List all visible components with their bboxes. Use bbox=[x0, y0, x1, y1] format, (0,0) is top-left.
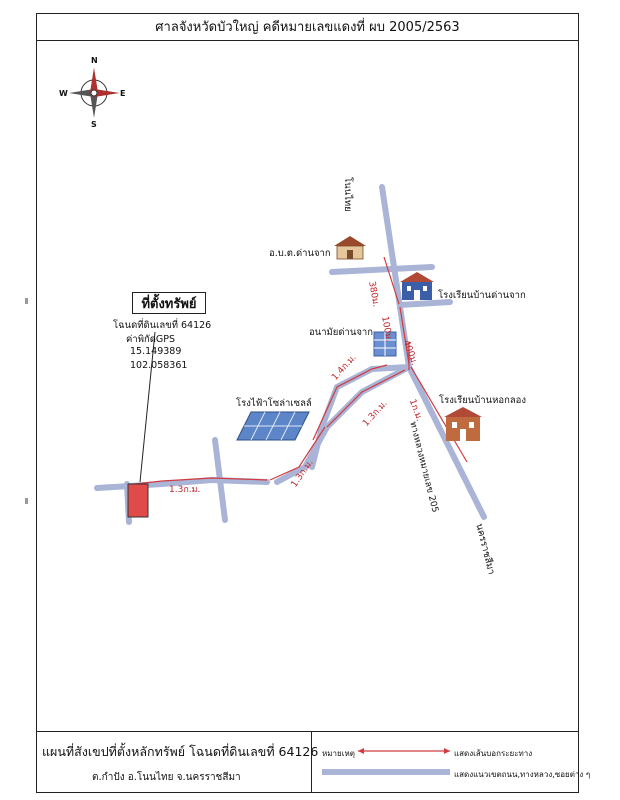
legend-arrow-right-icon bbox=[444, 748, 450, 754]
route-5 bbox=[383, 256, 400, 305]
label-school2: โรงเรียนบ้านหอกลอง bbox=[439, 395, 526, 406]
route-4 bbox=[326, 369, 406, 428]
property-deed: โฉนดที่ดินเลขที่ 64126 bbox=[113, 320, 212, 331]
route-7 bbox=[410, 366, 468, 463]
property-gps-label: ค่าพิกัดGPS bbox=[126, 334, 175, 345]
legend-label: หมายเหตุ bbox=[322, 749, 355, 758]
school1-icon bbox=[400, 272, 434, 300]
label-school1: โรงเรียนบ้านด่านจาก bbox=[438, 290, 526, 301]
legend-road-text: แสดงแนวเขตถนน,ทางหลวง,ซอยต่าง ๆ bbox=[454, 770, 591, 779]
route-6 bbox=[399, 306, 410, 365]
footer-subtitle: ต.กำปัง อ.โนนไทย จ.นครราชสีมา bbox=[92, 772, 241, 783]
compass-w-label: W bbox=[59, 89, 68, 98]
pointer-line bbox=[139, 331, 156, 483]
property-lon: 102.058361 bbox=[130, 360, 188, 371]
property-plot bbox=[127, 483, 149, 518]
footer-title-block: แผนที่สังเขปที่ตั้งหลักทรัพย์ โฉนดที่ดิน… bbox=[36, 732, 318, 792]
map-footer: แผนที่สังเขปที่ตั้งหลักทรัพย์ โฉนดที่ดิน… bbox=[36, 731, 590, 793]
legend-route-text: แสดงเส้นบอกระยะทาง bbox=[454, 749, 533, 758]
compass-e-label: E bbox=[120, 89, 126, 98]
label-health: อนามัยด่านจาก bbox=[309, 327, 374, 338]
legend: หมายเหตุ แสดงเส้นบอกระยะทาง แสดงแนวเขตถน… bbox=[312, 732, 590, 792]
compass-n-label: N bbox=[91, 56, 98, 65]
label-nonthai: โนนไทย bbox=[342, 177, 353, 212]
road-to-school1 bbox=[397, 299, 453, 308]
health-center-icon bbox=[373, 331, 397, 357]
scan-mark bbox=[25, 498, 28, 504]
footer-title: แผนที่สังเขปที่ตั้งหลักทรัพย์ โฉนดที่ดิน… bbox=[42, 744, 319, 759]
distance-d1: 1.3ก.ม. bbox=[169, 485, 201, 495]
route-3 bbox=[312, 364, 388, 441]
route-2 bbox=[269, 426, 326, 481]
scan-mark bbox=[25, 298, 28, 304]
map-title: ศาลจังหวัดบัวใหญ่ คดีหมายเลขแดงที่ ผบ 20… bbox=[36, 13, 579, 41]
compass-rose bbox=[69, 68, 119, 118]
compass-s-label: S bbox=[91, 120, 97, 129]
map-drawing bbox=[69, 68, 487, 525]
property-lat: 15.149389 bbox=[130, 346, 182, 357]
road-cross bbox=[212, 437, 228, 523]
legend-symbols bbox=[322, 748, 450, 775]
map-area: N S E W ที่ตั้งทรัพย์ โฉนดที่ดินเลขที่ 6… bbox=[37, 42, 578, 732]
distance-routes bbox=[134, 256, 468, 485]
map-frame bbox=[36, 13, 579, 793]
label-obt: อ.บ.ต.ด่านจาก bbox=[269, 248, 331, 259]
legend-arrow-left-icon bbox=[358, 748, 364, 754]
road-to-obt bbox=[329, 264, 435, 275]
label-solar: โรงไฟ้าโซล่าเซลล์ bbox=[236, 398, 312, 409]
main-highway-road bbox=[379, 184, 487, 520]
school2-icon bbox=[444, 407, 482, 441]
obt-building-icon bbox=[334, 236, 366, 260]
solar-plant-icon bbox=[236, 411, 310, 441]
route-1 bbox=[134, 477, 268, 485]
property-title: ที่ตั้งทรัพย์ bbox=[132, 292, 206, 314]
